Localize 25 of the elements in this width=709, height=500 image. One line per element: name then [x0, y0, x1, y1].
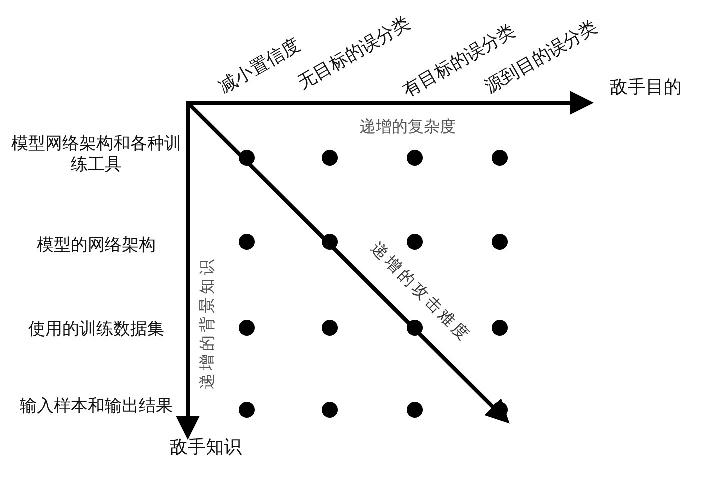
row-label: 模型网络架构和各种训练工具: [10, 134, 182, 176]
dot: [322, 320, 338, 336]
axis-label: 敌手目的: [610, 78, 682, 98]
dot: [239, 150, 255, 166]
dot: [407, 320, 423, 336]
dot: [492, 150, 508, 166]
axis-caption: 递增的背景知识: [198, 256, 216, 390]
dot: [492, 402, 508, 418]
dot: [407, 402, 423, 418]
row-label: 使用的训练数据集: [28, 319, 166, 341]
axis-caption: 递增的攻击难度: [368, 239, 474, 346]
axis-caption: 递增的复杂度: [360, 118, 456, 136]
dot: [492, 320, 508, 336]
dot: [407, 150, 423, 166]
dot: [322, 402, 338, 418]
row-label: 输入样本和输出结果: [19, 396, 174, 418]
dot: [239, 320, 255, 336]
dot: [322, 150, 338, 166]
dot: [239, 402, 255, 418]
dot: [239, 234, 255, 250]
row-label: 模型的网络架构: [36, 235, 157, 257]
axis-label: 敌手知识: [170, 438, 242, 458]
dot: [492, 234, 508, 250]
dot: [407, 234, 423, 250]
dot: [322, 234, 338, 250]
